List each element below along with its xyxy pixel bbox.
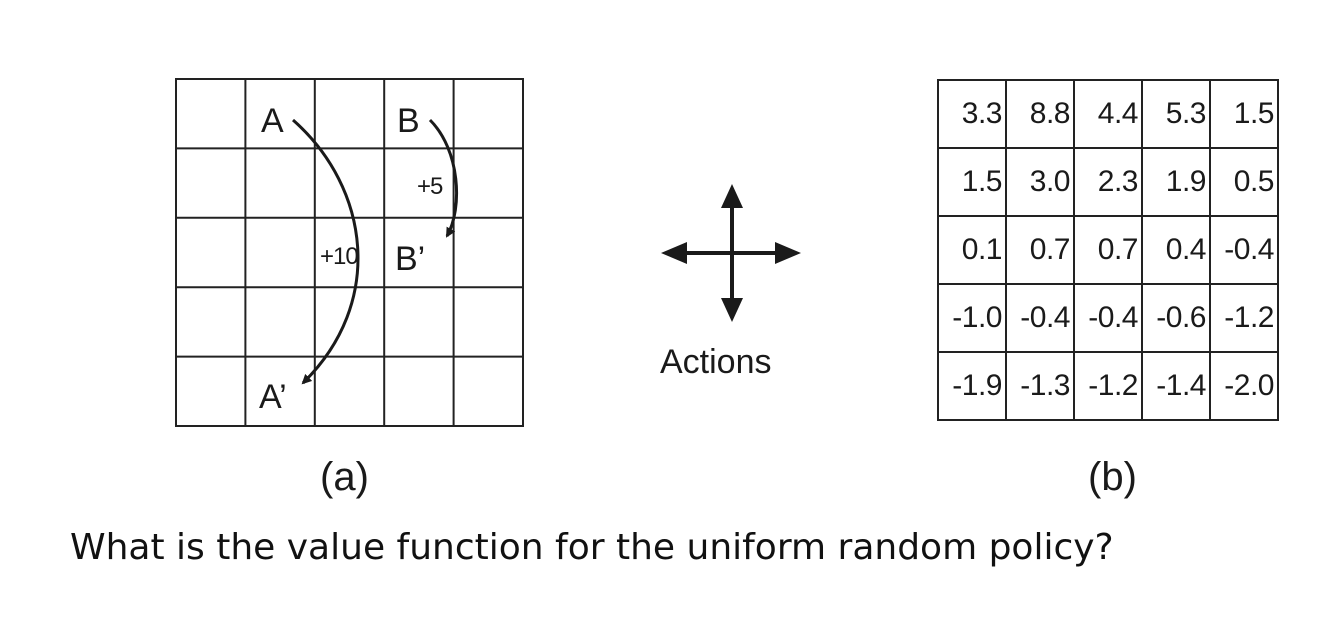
value-cell: 0.7: [1005, 215, 1075, 285]
value-cell: -0.4: [1073, 283, 1143, 353]
actions-arrows-icon: [661, 184, 801, 322]
value-cell: -1.2: [1209, 283, 1279, 353]
arrow-b-to-b-prime: [428, 118, 459, 238]
value-cell: 2.3: [1073, 147, 1143, 217]
value-cell: 5.3: [1141, 79, 1211, 149]
value-cell: -0.4: [1209, 215, 1279, 285]
caption-a: (a): [320, 455, 369, 499]
value-cell: 4.4: [1073, 79, 1143, 149]
value-cell: 0.5: [1209, 147, 1279, 217]
actions-label: Actions: [660, 343, 772, 381]
value-cell: -1.0: [937, 283, 1007, 353]
question-text: What is the value function for the unifo…: [70, 527, 1114, 568]
value-cell: -2.0: [1209, 351, 1279, 421]
state-a-label: A: [261, 102, 284, 140]
reward-a-label: +10: [320, 243, 358, 270]
arrow-a-to-a-prime: [292, 118, 360, 385]
value-cell: 3.3: [937, 79, 1007, 149]
reward-b-label: +5: [417, 173, 443, 200]
value-row: -1.0-0.4-0.4-0.6-1.2: [937, 283, 1279, 353]
value-cell: 0.1: [937, 215, 1007, 285]
value-cell: 1.5: [937, 147, 1007, 217]
state-b-label: B: [397, 102, 420, 140]
value-cell: 1.5: [1209, 79, 1279, 149]
gridworld-lines: [175, 78, 524, 427]
caption-b: (b): [1088, 455, 1137, 499]
value-cell: -1.2: [1073, 351, 1143, 421]
value-cell: -1.3: [1005, 351, 1075, 421]
value-cell: 3.0: [1005, 147, 1075, 217]
value-cell: 0.4: [1141, 215, 1211, 285]
value-cell: 8.8: [1005, 79, 1075, 149]
value-cell: -1.9: [937, 351, 1007, 421]
value-cell: -0.4: [1005, 283, 1075, 353]
gridworld-diagram: A B B’ A’ +10 +5: [175, 78, 524, 427]
value-row: -1.9-1.3-1.2-1.4-2.0: [937, 351, 1279, 421]
value-cell: -1.4: [1141, 351, 1211, 421]
value-cell: 1.9: [1141, 147, 1211, 217]
value-cell: 0.7: [1073, 215, 1143, 285]
state-a-prime-label: A’: [259, 378, 287, 416]
value-cell: -0.6: [1141, 283, 1211, 353]
state-b-prime-label: B’: [395, 240, 425, 278]
